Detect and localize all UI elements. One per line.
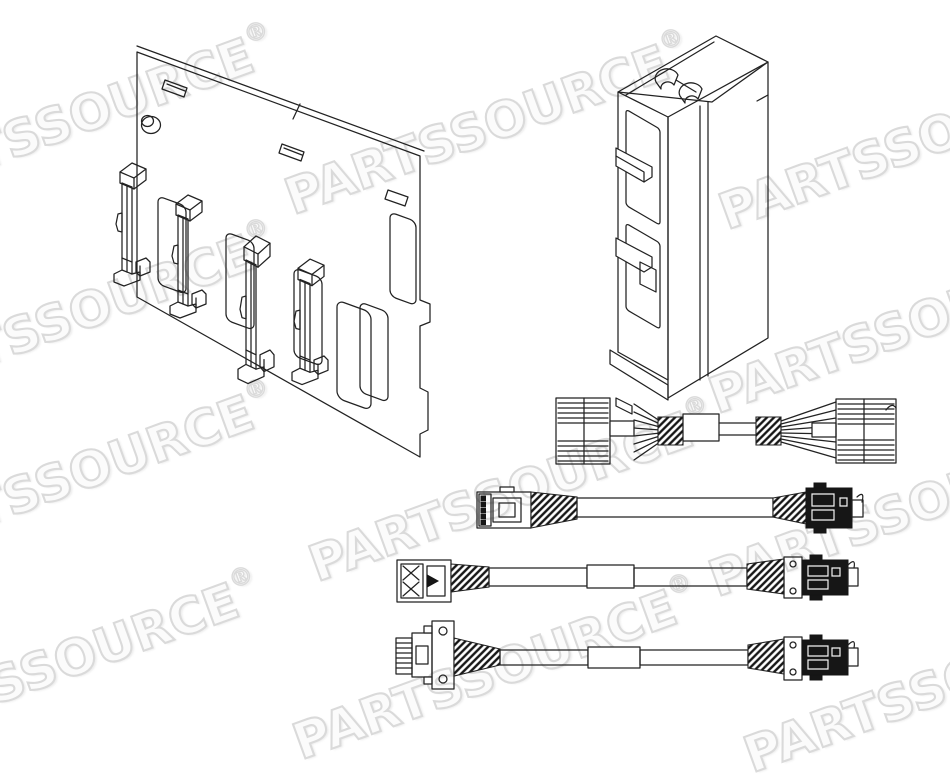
backplane-connector-1 [113,162,151,287]
signal-cable-1-illustration [477,483,863,533]
backplane-connector-2 [169,194,207,319]
signal-cable-2-illustration [397,555,858,602]
line-art [113,0,950,713]
backplane-connector-3 [237,235,275,385]
drive-cage-illustration [610,36,768,414]
signal-cable-3-illustration [396,621,858,689]
drive-backplane-illustration [113,46,430,457]
power-cable-illustration [556,398,896,464]
